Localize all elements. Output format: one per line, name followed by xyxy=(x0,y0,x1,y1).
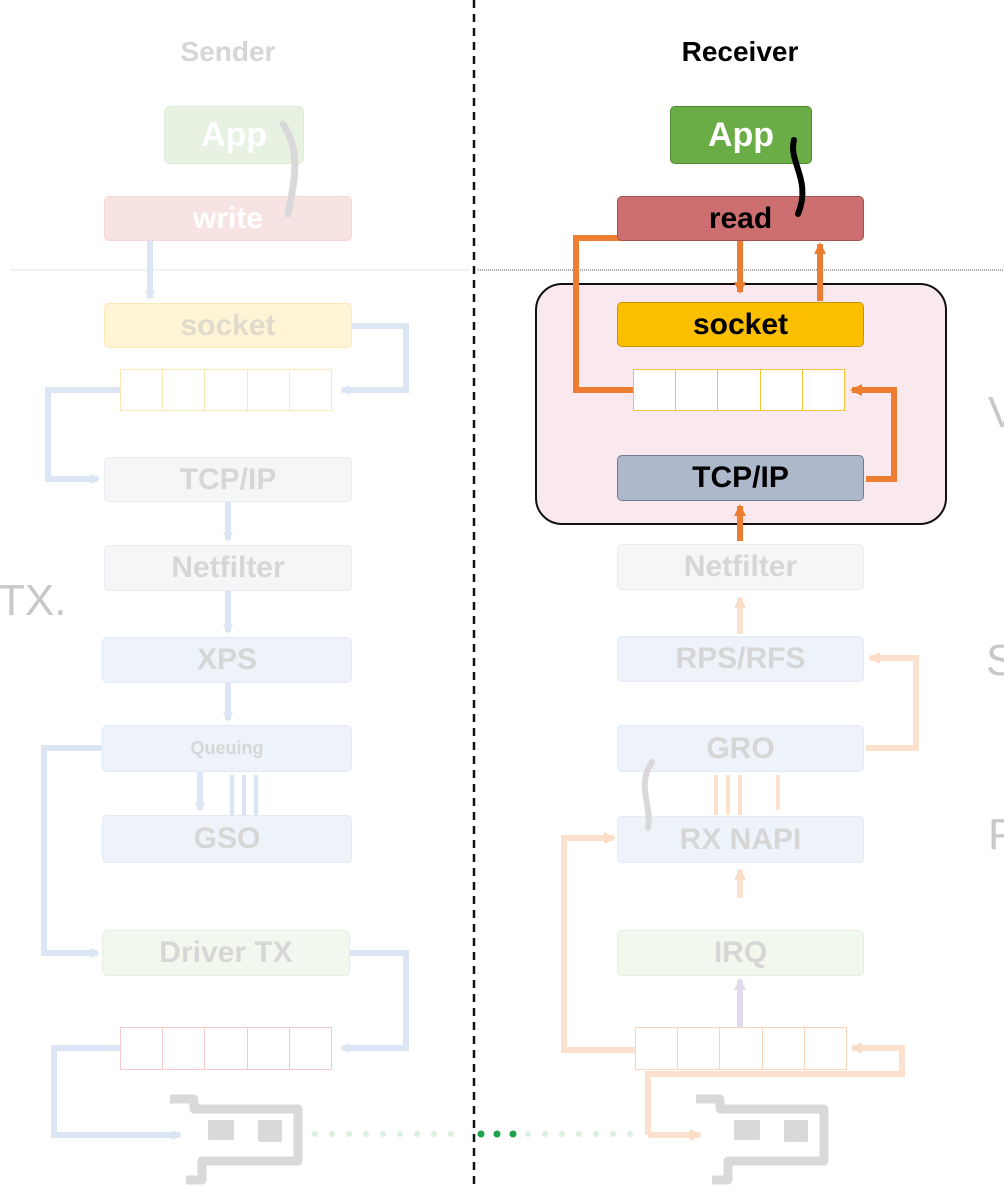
sender-xps-box: XPS xyxy=(102,637,352,683)
receiver-nic-icon xyxy=(696,1094,829,1185)
left-edge-text: TX. xyxy=(0,576,67,625)
receiver-gro-box: GRO xyxy=(617,725,864,772)
sender-app-box: App xyxy=(164,106,304,164)
receiver-rx-napi-box: RX NAPI xyxy=(617,816,864,863)
receiver-irq-box: IRQ xyxy=(617,930,864,976)
right-edge-text-2: S xyxy=(986,636,1004,685)
receiver-read-box: read xyxy=(617,196,864,241)
right-edge-text-3: P xyxy=(988,810,1004,859)
receiver-socket-box: socket xyxy=(617,302,864,347)
receiver-title: Receiver xyxy=(681,36,799,67)
sender-nic-icon xyxy=(170,1094,303,1185)
receiver-rps-rfs-box: RPS/RFS xyxy=(617,636,864,682)
sender-tx-ring-buffer xyxy=(120,1027,332,1070)
sender-title: Sender xyxy=(180,36,276,67)
receiver-rx-ring-buffer xyxy=(635,1027,847,1070)
sender-tcpip-box: TCP/IP xyxy=(104,457,352,502)
sender-socket-box: socket xyxy=(104,303,352,348)
sender-gso-box: GSO xyxy=(102,815,352,863)
sender-driver-tx-box: Driver TX xyxy=(102,930,350,976)
sender-socket-buffer xyxy=(120,369,332,411)
receiver-app-box: App xyxy=(670,106,812,164)
sender-queuing-box: Queuing xyxy=(102,725,352,772)
receiver-socket-buffer xyxy=(633,369,845,411)
receiver-netfilter-box: Netfilter xyxy=(617,544,864,590)
receiver-syscall-squiggle xyxy=(790,137,806,217)
receiver-tcpip-box: TCP/IP xyxy=(617,455,864,501)
receiver-softirq-squiggle xyxy=(641,759,655,831)
wire-active-dots xyxy=(477,1130,517,1138)
sender-netfilter-box: Netfilter xyxy=(104,545,352,591)
sender-write-box: write xyxy=(104,196,352,241)
right-edge-text-1: V xyxy=(988,388,1004,437)
